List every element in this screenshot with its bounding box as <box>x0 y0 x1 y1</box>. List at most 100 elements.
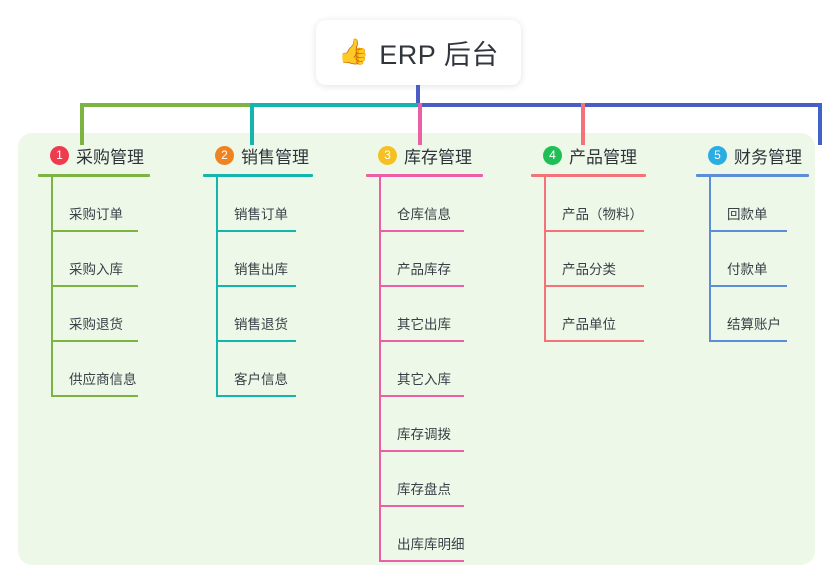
child-node[interactable]: 销售订单 <box>203 177 313 232</box>
branch-drop-connector <box>80 103 84 145</box>
child-node-underline <box>709 230 787 232</box>
child-node-label: 销售订单 <box>234 207 288 222</box>
branch-underline <box>203 174 313 177</box>
child-node[interactable]: 其它出库 <box>366 287 483 342</box>
branch-underline <box>366 174 483 177</box>
branch-title: 产品管理 <box>569 147 637 167</box>
content-panel <box>18 133 815 565</box>
branch-drop-connector <box>418 103 422 145</box>
child-node[interactable]: 销售出库 <box>203 232 313 287</box>
branch-spine <box>51 177 53 397</box>
branch-header-4[interactable]: 4 产品管理 <box>531 140 646 170</box>
child-node[interactable]: 结算账户 <box>696 287 809 342</box>
child-node-underline <box>379 450 464 452</box>
child-node[interactable]: 销售退货 <box>203 287 313 342</box>
branch-title: 库存管理 <box>404 147 472 167</box>
child-node-underline <box>709 285 787 287</box>
child-node-underline <box>379 395 464 397</box>
child-node[interactable]: 库存调拨 <box>366 397 483 452</box>
branch-3[interactable]: 3 库存管理仓库信息产品库存其它出库其它入库库存调拨库存盘点出库库明细 <box>366 140 483 562</box>
child-node[interactable]: 产品库存 <box>366 232 483 287</box>
child-node-label: 产品单位 <box>562 317 616 332</box>
child-node-label: 采购入库 <box>69 262 123 277</box>
branch-children: 采购订单采购入库采购退货供应商信息 <box>38 177 150 397</box>
child-node-label: 客户信息 <box>234 372 288 387</box>
branch-header-2[interactable]: 2 销售管理 <box>203 140 313 170</box>
child-node[interactable]: 产品（物料） <box>531 177 646 232</box>
root-node[interactable]: 👍 ERP 后台 <box>316 20 521 85</box>
child-node-underline <box>51 340 138 342</box>
branch-number-badge: 1 <box>50 145 69 165</box>
child-node[interactable]: 库存盘点 <box>366 452 483 507</box>
child-node-label: 产品分类 <box>562 262 616 277</box>
branch-drop-connector <box>581 103 585 145</box>
child-node-label: 结算账户 <box>727 317 781 332</box>
trunk-bar-right <box>418 103 822 107</box>
child-node-underline <box>216 395 296 397</box>
child-node-label: 库存调拨 <box>397 427 451 442</box>
child-node[interactable]: 供应商信息 <box>38 342 150 397</box>
child-node[interactable]: 仓库信息 <box>366 177 483 232</box>
child-node-label: 其它出库 <box>397 317 451 332</box>
trunk-bar-left <box>80 103 418 107</box>
branch-spine <box>544 177 546 342</box>
child-node-underline <box>379 230 464 232</box>
child-node-underline <box>379 505 464 507</box>
child-node[interactable]: 付款单 <box>696 232 809 287</box>
child-node-underline <box>216 340 296 342</box>
child-node-label: 付款单 <box>727 262 768 277</box>
branch-title: 销售管理 <box>241 147 309 167</box>
branch-2[interactable]: 2 销售管理销售订单销售出库销售退货客户信息 <box>203 140 313 397</box>
branch-4[interactable]: 4 产品管理产品（物料） 产品分类产品单位 <box>531 140 646 342</box>
branch-title: 财务管理 <box>734 147 802 167</box>
child-node[interactable]: 采购退货 <box>38 287 150 342</box>
branch-number-badge: 2 <box>215 145 234 165</box>
child-node[interactable]: 产品单位 <box>531 287 646 342</box>
child-node-label: 产品（物料） <box>562 207 643 222</box>
branch-header-3[interactable]: 3 库存管理 <box>366 140 483 170</box>
child-node[interactable]: 其它入库 <box>366 342 483 397</box>
child-node[interactable]: 回款单 <box>696 177 809 232</box>
child-node-underline <box>544 285 644 287</box>
branch-underline <box>38 174 150 177</box>
root-stem-connector <box>416 85 420 105</box>
branch-underline <box>696 174 809 177</box>
branch-underline <box>531 174 646 177</box>
child-node[interactable]: 出库库明细 <box>366 507 483 562</box>
child-node-label: 仓库信息 <box>397 207 451 222</box>
child-node-label: 库存盘点 <box>397 482 451 497</box>
child-node-underline <box>544 230 644 232</box>
branch-spine <box>709 177 711 342</box>
thumbs-up-icon: 👍 <box>338 38 370 66</box>
child-node-underline <box>379 285 464 287</box>
child-node-underline <box>216 230 296 232</box>
child-node[interactable]: 客户信息 <box>203 342 313 397</box>
branch-children: 产品（物料） 产品分类产品单位 <box>531 177 646 342</box>
trunk-bar-mid <box>250 103 418 107</box>
branch-number-badge: 3 <box>378 145 397 165</box>
child-node[interactable]: 采购订单 <box>38 177 150 232</box>
child-node-label: 出库库明细 <box>397 537 465 552</box>
child-node-label: 回款单 <box>727 207 768 222</box>
branch-number-badge: 4 <box>543 145 562 165</box>
branch-spine <box>216 177 218 397</box>
child-node-label: 产品库存 <box>397 262 451 277</box>
child-node-label: 采购退货 <box>69 317 123 332</box>
child-node-underline <box>51 230 138 232</box>
child-node-underline <box>379 340 464 342</box>
child-node-underline <box>709 340 787 342</box>
child-node-label: 供应商信息 <box>69 372 137 387</box>
branch-drop-connector <box>250 103 254 145</box>
child-node-underline <box>51 395 138 397</box>
child-node-label: 采购订单 <box>69 207 123 222</box>
child-node-underline <box>216 285 296 287</box>
child-node-underline <box>51 285 138 287</box>
child-node[interactable]: 产品分类 <box>531 232 646 287</box>
child-node-label: 其它入库 <box>397 372 451 387</box>
child-node[interactable]: 采购入库 <box>38 232 150 287</box>
